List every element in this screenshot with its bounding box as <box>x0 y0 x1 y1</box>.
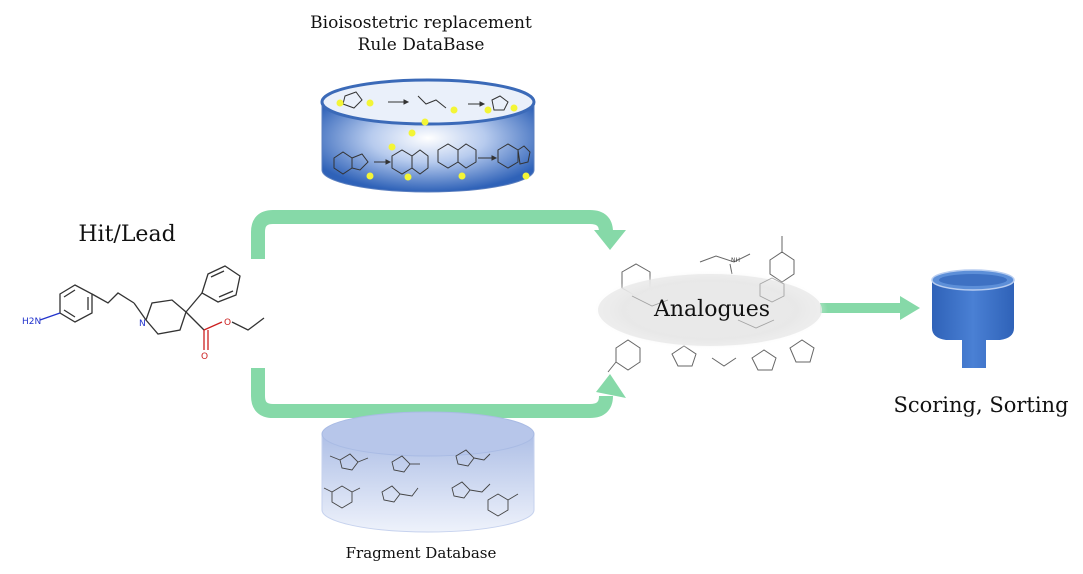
svg-text:N: N <box>139 319 146 329</box>
highlight-dots <box>336 99 530 181</box>
arrow-head-bottom <box>596 374 626 398</box>
nh-label: NH <box>731 257 740 264</box>
amine-label: H2N <box>22 317 41 327</box>
bioisostere-structures <box>333 91 531 175</box>
arrow-head-top <box>594 230 626 250</box>
svg-text:O: O <box>201 352 208 362</box>
analogues-cloud: NH Analogues <box>592 236 828 373</box>
fragment-structures <box>323 449 519 517</box>
database-cylinder-icon <box>321 411 535 533</box>
fragment-database-title: Fragment Database <box>346 544 497 562</box>
funnel-icon <box>931 269 1015 368</box>
hit-lead-molecule <box>39 265 265 350</box>
arrow-icon <box>251 210 613 418</box>
database-cylinder-icon <box>320 78 536 193</box>
analogues-label: Analogues <box>653 297 770 322</box>
fragment-database <box>321 411 535 533</box>
bioisostere-title-line2: Rule DataBase <box>358 35 485 55</box>
svg-text:O: O <box>224 318 231 328</box>
bioisostere-database <box>320 78 536 193</box>
hit-lead-atoms: H2N N O O <box>22 317 231 362</box>
hit-lead-title: Hit/Lead <box>78 222 175 247</box>
bioisostere-title-line1: Bioisostetric replacement <box>310 13 532 33</box>
arrow-icon-to-scoring <box>820 296 920 320</box>
scoring-title: Scoring, Sorting <box>893 393 1068 417</box>
